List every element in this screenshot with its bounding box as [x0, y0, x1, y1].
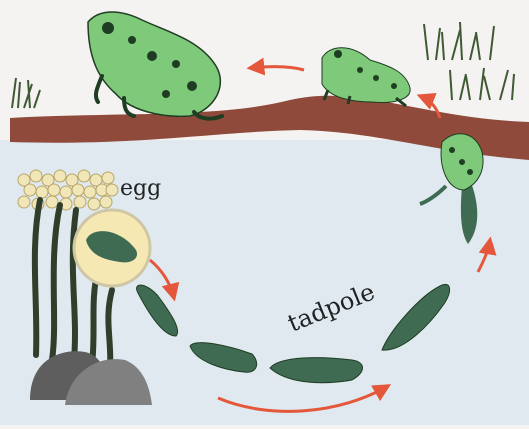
grass-tuft-icon — [12, 78, 40, 108]
egg-label: egg — [120, 176, 161, 201]
grass-tuft-icon — [424, 22, 494, 60]
egg-cluster-icon — [18, 170, 118, 210]
grass-tuft-icon — [450, 68, 514, 100]
egg-closeup — [74, 210, 150, 286]
adult-frog-stage — [88, 12, 222, 119]
arrow-young-to-adult — [250, 67, 304, 70]
